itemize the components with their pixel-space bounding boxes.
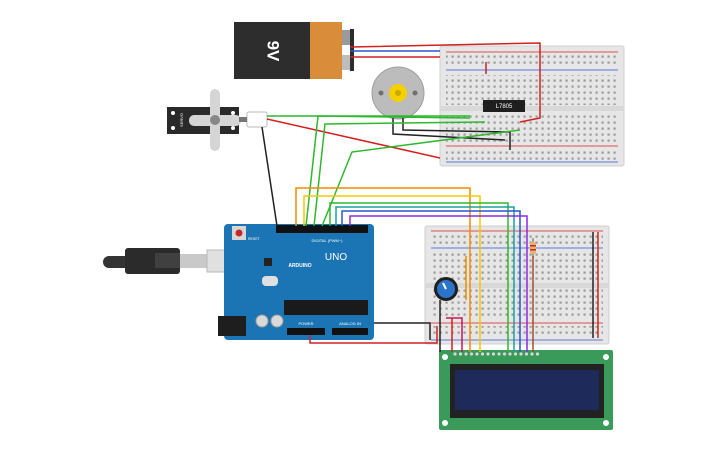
lcd-pin [464, 352, 468, 356]
wires [261, 42, 599, 352]
lcd-pin [535, 352, 540, 356]
lcd-screen [455, 370, 599, 410]
lcd-pins [453, 352, 540, 356]
usb-cable [103, 248, 246, 274]
power-header-label: POWER [298, 321, 313, 326]
wire-arduino-5v [309, 326, 438, 344]
digital-header [276, 225, 368, 233]
reset-label: RESET [248, 237, 261, 241]
wire-orange [295, 187, 471, 352]
servo-motor[interactable]: SERVO [167, 89, 268, 151]
lcd-pin [502, 352, 507, 356]
lcd-pin [469, 352, 474, 356]
lcd-pin [480, 352, 485, 356]
wire-yellow [303, 195, 481, 352]
wire-servo-ground [261, 126, 278, 227]
lcd-pin [508, 352, 512, 356]
lcd-pin [458, 352, 463, 356]
arduino-uno[interactable]: DIGITAL (PWM~) ARDUINO UNO POWER ANALOG … [218, 224, 374, 340]
lcd-pin [453, 352, 457, 356]
analog-header [332, 328, 368, 335]
wire-green-2 [313, 121, 486, 227]
resistor[interactable] [530, 238, 536, 258]
regulator-label: L7805 [496, 104, 513, 110]
servo-label: SERVO [179, 113, 184, 127]
potentiometer[interactable] [434, 277, 458, 301]
arduino-model-text: UNO [325, 252, 347, 263]
wire-blue [341, 210, 521, 352]
analog-header-label: ANALOG IN [339, 321, 361, 326]
dc-motor[interactable] [371, 66, 425, 120]
wire-green-lcd [329, 202, 509, 352]
power-header [287, 328, 325, 335]
lcd-pin [513, 352, 518, 356]
wire-motor-lead [402, 118, 511, 150]
lcd-pin [524, 352, 529, 356]
wire-battery-positive [349, 42, 541, 123]
lcd-pin [486, 352, 490, 356]
atmega-chip [284, 300, 368, 315]
top-breadboard[interactable] [439, 45, 625, 167]
lcd-pin [530, 352, 534, 356]
digital-header-label: DIGITAL (PWM~) [312, 238, 344, 243]
battery-9v[interactable]: 9V [234, 22, 354, 79]
wire-servo-power [266, 118, 441, 159]
lcd-pin [475, 352, 479, 356]
lcd-pin [519, 352, 523, 356]
battery-label: 9V [264, 41, 283, 62]
wire-green-3 [321, 129, 521, 227]
lcd-pin [491, 352, 496, 356]
wire-green-1 [305, 115, 471, 227]
lcd-pin [497, 352, 501, 356]
wire-purple [349, 215, 528, 352]
arduino-logo-text: ARDUINO [288, 263, 311, 269]
lcd-display[interactable] [439, 350, 613, 430]
reset-button[interactable] [235, 229, 243, 237]
wire-teal [335, 206, 515, 352]
voltage-regulator[interactable]: L7805 [483, 100, 525, 112]
wire-arduino-ground [374, 322, 431, 340]
bottom-breadboard[interactable] [424, 225, 610, 345]
